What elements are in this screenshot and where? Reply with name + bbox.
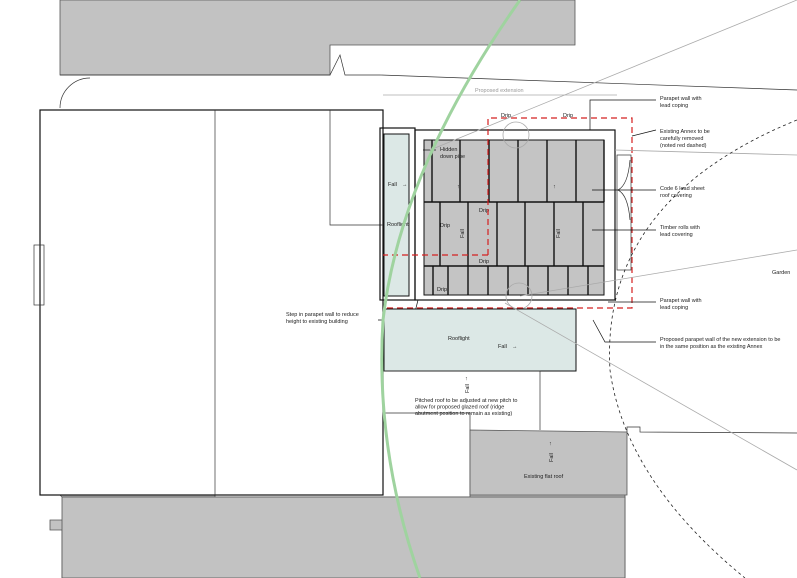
rooflight-lower bbox=[383, 308, 577, 372]
host-building bbox=[39, 109, 384, 496]
boundary-line bbox=[626, 426, 797, 434]
proposed-extension-label: Proposed extension bbox=[475, 88, 524, 94]
tree-canopy-line bbox=[380, 0, 522, 578]
pitched-roof bbox=[383, 370, 541, 430]
fall-arrow: → bbox=[402, 182, 408, 188]
rooflight-label: Rooflight bbox=[387, 222, 409, 228]
steps bbox=[616, 154, 632, 271]
sight-line bbox=[614, 149, 797, 156]
existing-building-top bbox=[59, 0, 576, 76]
drip-label: Drip bbox=[440, 223, 450, 229]
boundary-line bbox=[60, 53, 797, 91]
internal-wall bbox=[329, 110, 383, 226]
fall-arrow: ↑ bbox=[465, 376, 468, 382]
pitched-roof-label: Pitched roof to be adjusted at new pitch… bbox=[415, 398, 517, 417]
drip-label: Drip bbox=[479, 208, 489, 214]
fall-arrow: ↑ bbox=[457, 184, 460, 190]
drip-label: Drip bbox=[437, 287, 447, 293]
rooflight-label: Rooflight bbox=[448, 336, 470, 342]
drip-label: Drip bbox=[479, 259, 489, 265]
drip-label: Drip bbox=[501, 113, 511, 119]
fall-label: Fall bbox=[460, 229, 466, 238]
sight-line bbox=[504, 302, 797, 471]
door-swing bbox=[59, 77, 91, 109]
proposed-parapet-label: Proposed parapet wall of the new extensi… bbox=[660, 337, 780, 350]
bay bbox=[33, 244, 45, 306]
fall-arrow: ↑ bbox=[549, 441, 552, 447]
fall-label: Fall bbox=[549, 453, 555, 462]
existing-flat-roof bbox=[469, 429, 628, 496]
leader-line bbox=[631, 129, 657, 137]
timber-rolls bbox=[431, 140, 605, 295]
rooflight-left bbox=[383, 133, 410, 297]
existing-flat-roof-label: Existing flat roof bbox=[524, 474, 564, 480]
drip-label: Drip bbox=[563, 113, 573, 119]
pitched-roof bbox=[383, 412, 471, 495]
parapet-wall bbox=[414, 129, 616, 301]
detail-callout bbox=[502, 121, 530, 149]
sight-line bbox=[519, 249, 797, 297]
lead-roof bbox=[423, 139, 605, 296]
fall-label: Fall bbox=[388, 182, 397, 188]
fall-label: Fall bbox=[498, 344, 507, 350]
leader-line bbox=[589, 99, 656, 130]
fall-arrow: → bbox=[512, 344, 518, 350]
fall-label: Fall bbox=[556, 229, 562, 238]
fall-arrow: ↑ bbox=[553, 184, 556, 190]
existing-annex-outline bbox=[383, 117, 633, 309]
root-protection-arc bbox=[609, 119, 797, 578]
leader-line bbox=[592, 319, 656, 343]
garden-label: Garden bbox=[772, 270, 790, 276]
existing-building-bottom-block bbox=[61, 496, 626, 578]
sight-line bbox=[429, 0, 797, 151]
fall-label: Fall bbox=[465, 384, 471, 393]
